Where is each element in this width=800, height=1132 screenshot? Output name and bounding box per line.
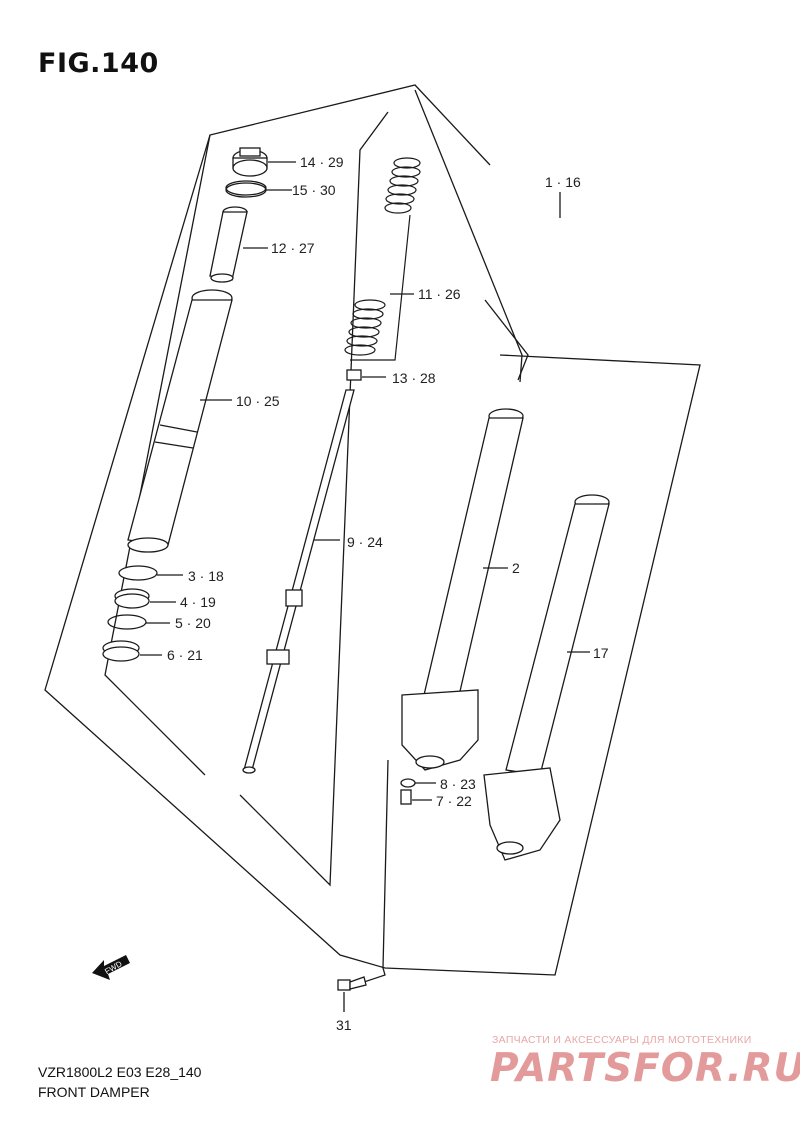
callout-31: 31: [336, 1017, 352, 1033]
callout-5: 5 · 20: [175, 615, 211, 631]
callout-8: 8 · 23: [440, 776, 476, 792]
figure-title: FIG.140: [38, 48, 159, 79]
callout-4: 4 · 19: [180, 594, 216, 610]
fwd-arrow-icon: FWD: [92, 955, 130, 980]
callout-17: 17: [593, 645, 609, 661]
watermark-logo: PARTSFOR.RU: [490, 1046, 800, 1091]
callout-3: 3 · 18: [188, 568, 224, 584]
spacer-pipe-part: [209, 206, 268, 283]
inner-tube-left-part: [401, 408, 524, 771]
callout-1: 1 · 16: [545, 174, 581, 190]
model-code-label: VZR1800L2 E03 E28_140: [38, 1064, 202, 1080]
callout-2: 2: [512, 560, 520, 576]
washer-bolt-parts: [400, 778, 436, 805]
callout-13: 13 · 28: [392, 370, 436, 386]
fork-spring-part: [344, 157, 421, 361]
section-name-label: FRONT DAMPER: [38, 1084, 150, 1100]
callout-11: 11 · 26: [418, 286, 461, 302]
damper-rod-part: [242, 389, 355, 774]
callout-9: 9 · 24: [347, 534, 383, 550]
assembly-frame-leg: [484, 299, 529, 381]
assembly-frame-inner: [239, 111, 389, 887]
watermark-tagline: ЗАПЧАСТИ И АКСЕССУАРЫ ДЛЯ МОТОТЕХНИКИ: [492, 1034, 752, 1046]
bolt-31-part: [337, 976, 367, 1012]
outer-tube-part: [127, 289, 233, 553]
callout-6: 6 · 21: [167, 647, 203, 663]
callout-12: 12 · 27: [271, 240, 315, 256]
assembly-frame-inner2: [414, 89, 523, 383]
fork-cap-bolt-part: [232, 147, 296, 177]
callout-10: 10 · 25: [236, 393, 280, 409]
assembly-frame-outer: [44, 84, 701, 976]
inner-tube-right-part: [483, 494, 610, 861]
assembly-frame-left: [104, 134, 211, 776]
o-ring-part: [225, 180, 292, 198]
seal-stack-parts: [102, 565, 183, 662]
lock-nut-part: [346, 369, 386, 381]
callout-15: 15 · 30: [292, 182, 336, 198]
callout-14: 14 · 29: [300, 154, 344, 170]
assembly-frame-bottom: [354, 759, 389, 986]
callout-7: 7 · 22: [436, 793, 472, 809]
